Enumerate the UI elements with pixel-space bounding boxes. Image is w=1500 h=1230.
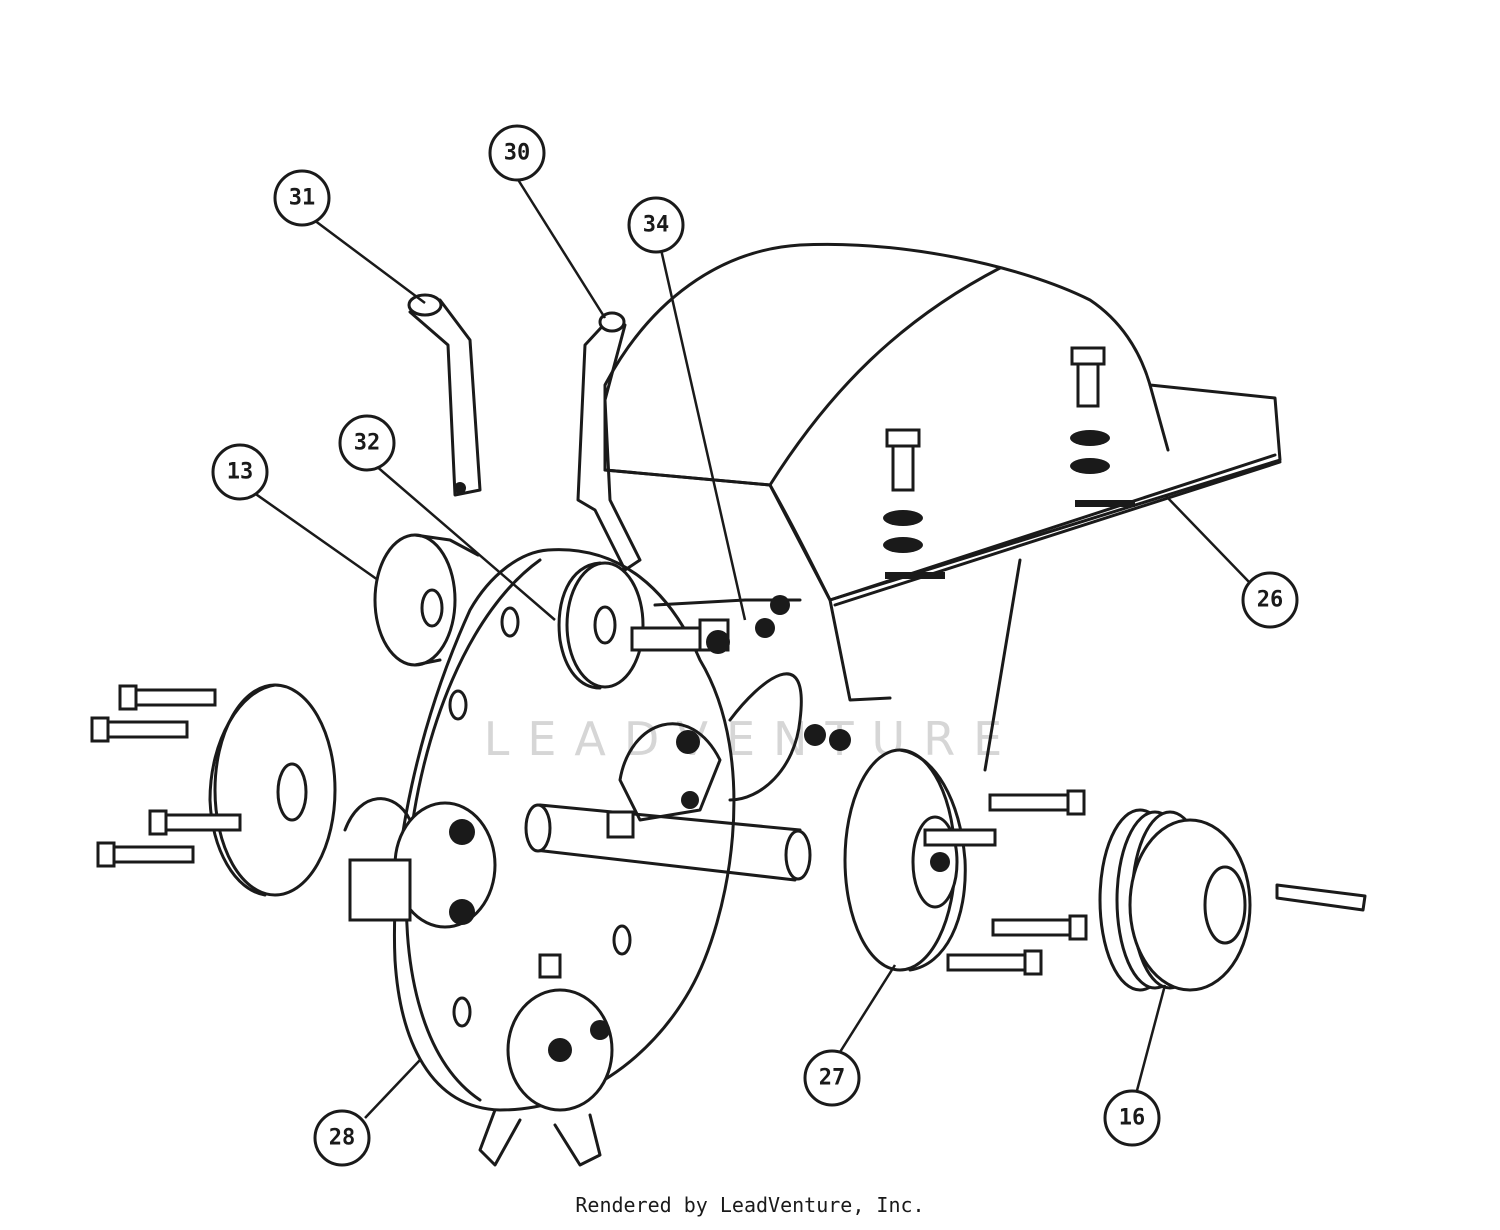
svg-text:26: 26 — [1257, 588, 1284, 613]
part-28-side-plate — [393, 548, 736, 1112]
callout-28: 28 — [313, 1109, 371, 1167]
part-26-guard-shield — [603, 242, 1282, 772]
left-flange — [90, 683, 337, 897]
footer-credit: Rendered by LeadVenture, Inc. — [575, 1193, 925, 1217]
svg-text:28: 28 — [329, 1126, 356, 1151]
part-27-right-flange — [843, 748, 1088, 976]
callout-30: 30 — [488, 124, 546, 182]
svg-text:30: 30 — [504, 141, 531, 166]
svg-text:31: 31 — [289, 186, 316, 211]
part-13-spacer — [373, 533, 480, 667]
lower-left-hub — [343, 797, 497, 929]
part-16-pulley — [1098, 808, 1367, 992]
svg-text:27: 27 — [819, 1066, 846, 1091]
watermark-text: LEADVENTURE — [484, 712, 1021, 766]
callout-16: 16 — [1103, 1089, 1161, 1147]
callout-27: 27 — [803, 1049, 861, 1107]
leader-lines — [249, 177, 1251, 1119]
callout-31: 31 — [273, 169, 331, 227]
svg-text:32: 32 — [354, 431, 381, 456]
callout-32: 32 — [338, 414, 396, 472]
callout-26: 26 — [1241, 571, 1299, 629]
center-hub-and-shaft — [524, 672, 851, 882]
svg-text:34: 34 — [643, 213, 670, 238]
svg-text:13: 13 — [227, 460, 254, 485]
bottom-hub — [478, 953, 614, 1167]
part-30-lever — [576, 311, 642, 572]
part-32-spacer — [557, 561, 645, 690]
callout-34: 34 — [627, 196, 685, 254]
callout-13: 13 — [211, 443, 269, 501]
part-34-bolt-nut — [630, 595, 802, 654]
part-31-pin — [407, 293, 482, 497]
svg-text:16: 16 — [1119, 1106, 1146, 1131]
